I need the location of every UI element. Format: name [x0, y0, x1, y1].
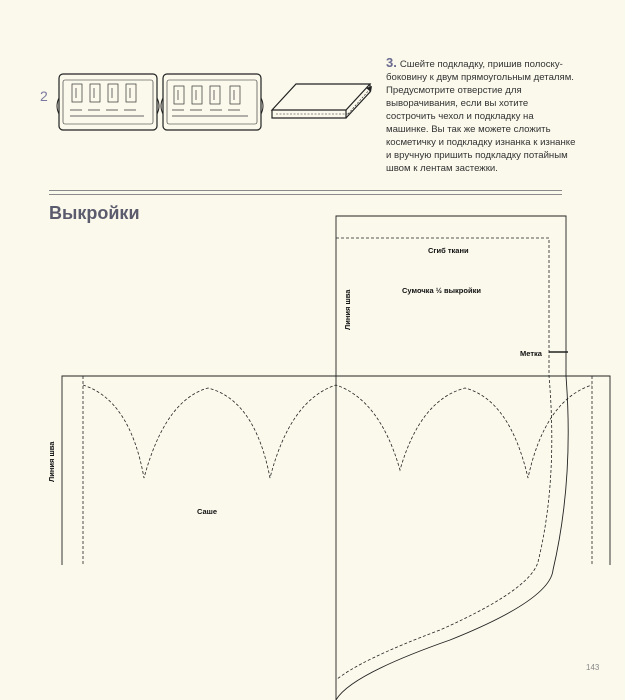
- divider-rule-top: [49, 190, 562, 191]
- sachet-scallop-curve: [82, 384, 593, 479]
- sachet-label: Саше: [197, 507, 218, 516]
- instruction-text: 3.Сшейте подкладку, пришив полоску-боков…: [386, 56, 576, 175]
- bag-half-pattern-label: Сумочка ½ выкройки: [402, 286, 481, 295]
- bag-outline-dashed: [335, 237, 553, 681]
- notch-label: Метка: [520, 349, 542, 358]
- seam-line-label-vertical-top: Линия шва: [343, 289, 352, 330]
- open-pouch-illustration-1: [56, 73, 160, 131]
- section-title: Выкройки: [49, 203, 140, 223]
- fold-label: Сгиб ткани: [428, 246, 469, 255]
- instruction-body: Сшейте подкладку, пришив полоску-боковин…: [386, 59, 576, 174]
- open-pouch-illustration-2: [160, 73, 264, 131]
- step-number: 2: [40, 88, 48, 104]
- page-number: 143: [586, 663, 600, 672]
- bag-outline-solid: [335, 215, 569, 700]
- divider-rule-bottom: [49, 194, 562, 195]
- seam-line-label-vertical-left: Линия шва: [47, 441, 56, 482]
- closed-pouch-illustration: [270, 83, 372, 119]
- instruction-number: 3.: [386, 55, 397, 70]
